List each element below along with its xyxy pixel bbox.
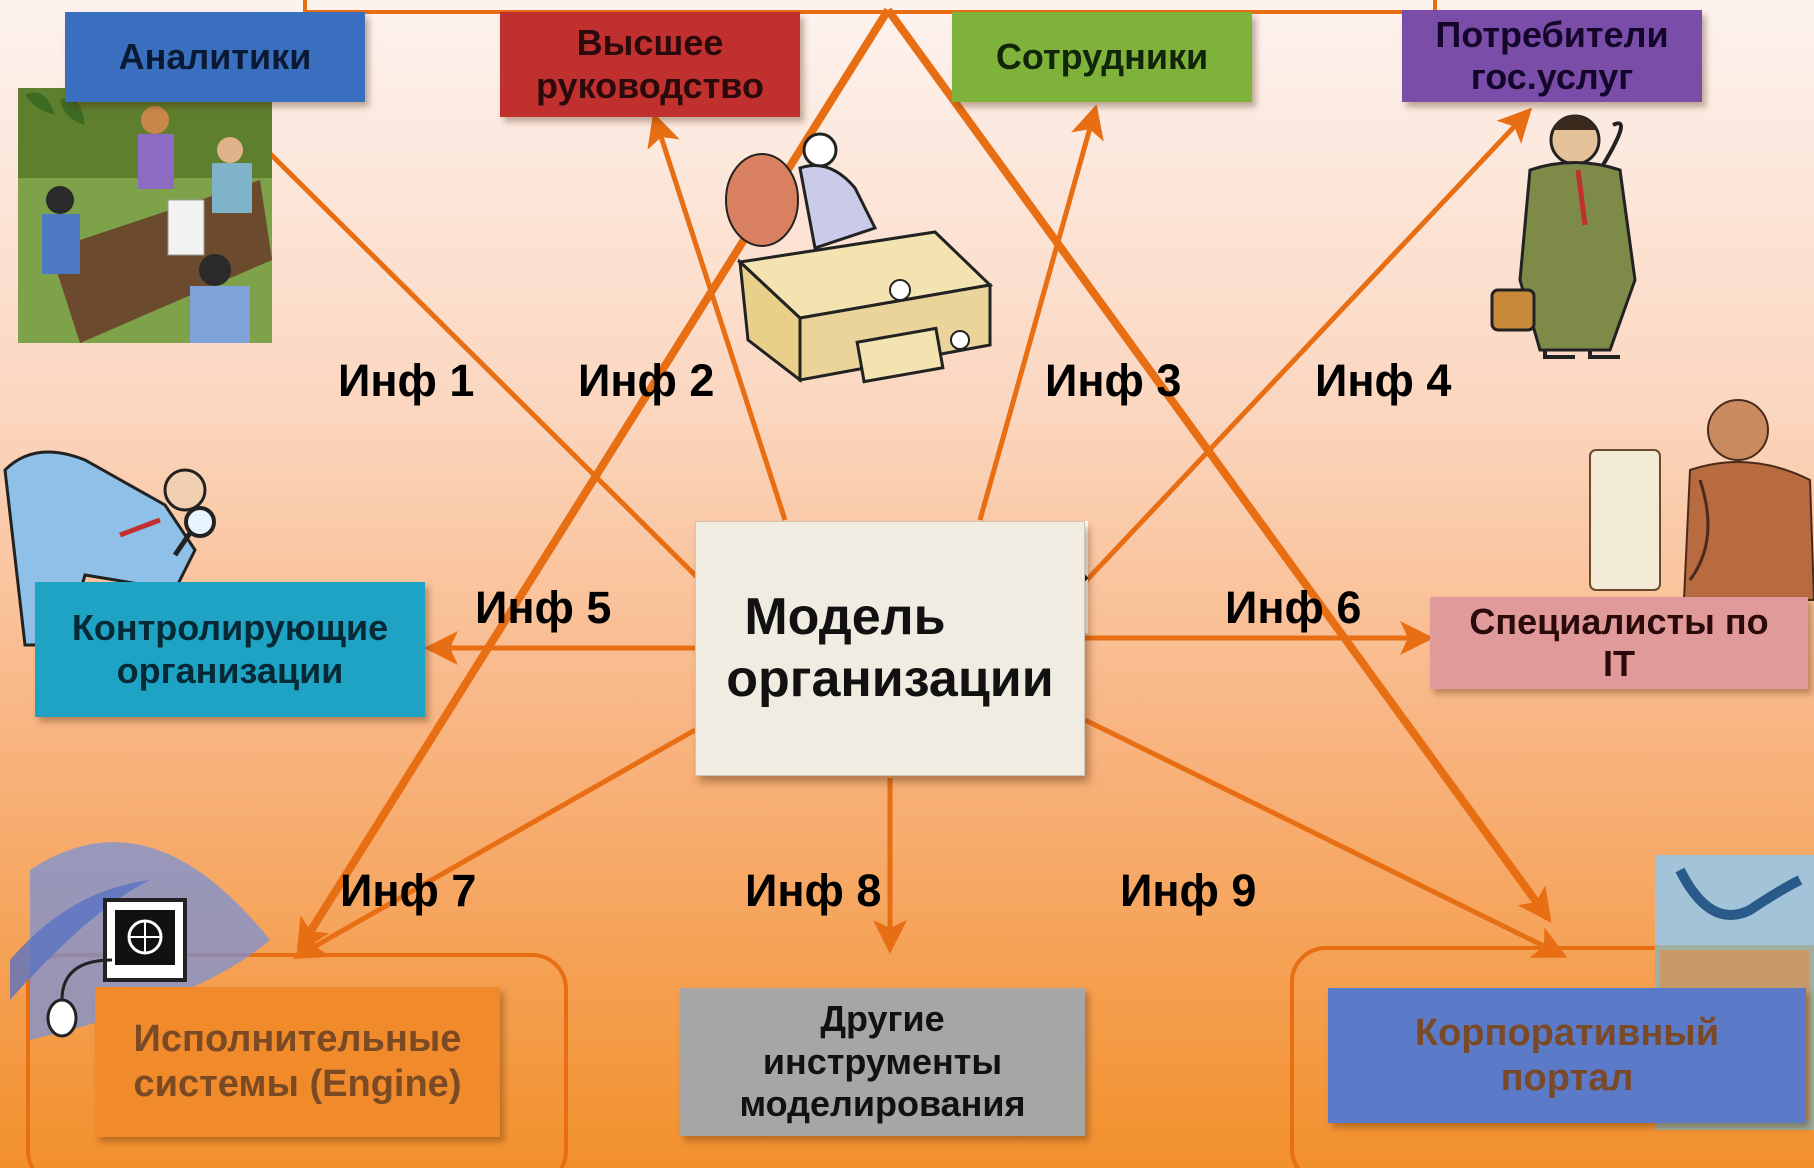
arrow-inf9 [1083,717,1568,958]
arrow-top-to-executive [296,7,892,954]
flow-label-inf7: Инф 7 [340,865,477,916]
top-management-label-2: руководство [536,64,764,106]
executive-systems-box: Исполнительные системы (Engine) [95,987,500,1137]
portal-label-1: Корпоративный [1414,1011,1720,1054]
top-frame [303,0,1437,14]
flow-label-inf9: Инф 9 [1120,865,1257,916]
consumers-box: Потребители гос.услуг [1402,10,1702,102]
center-model-box: Модель организации [695,521,1085,776]
employees-box: Сотрудники [952,12,1252,102]
globe-computer-clipart [10,842,270,1040]
flow-label-inf1: Инф 1 [338,355,475,406]
controlling-label-2: организации [116,649,344,691]
portal-label-2: портал [1500,1056,1634,1099]
other-tools-box: Другие инструменты моделирования [680,988,1085,1136]
corporate-portal-box: Корпоративный портал [1328,988,1806,1123]
executive-label-2: системы (Engine) [133,1063,462,1105]
other-tools-label-2: инструменты [762,1040,1003,1082]
arrow-inf7 [292,727,697,959]
top-management-label-1: Высшее [576,22,724,64]
computer-worker-clipart [1589,399,1814,601]
flow-label-inf4: Инф 4 [1315,355,1452,406]
flow-label-inf3: Инф 3 [1045,355,1182,406]
other-tools-label-3: моделирования [739,1083,1026,1125]
employees-label: Сотрудники [995,35,1209,77]
analysts-box: Аналитики [65,12,365,102]
meeting-clipart [18,88,272,343]
executive-desk-clipart [725,132,994,384]
consumers-label-2: гос.услуг [1470,56,1634,97]
top-management-box: Высшее руководство [500,12,800,117]
arrow-top-to-portal [884,7,1552,923]
analysts-label: Аналитики [118,35,312,77]
other-tools-label-1: Другие [820,998,945,1040]
it-specialists-label-2: IT [1603,643,1635,684]
flow-label-inf8: Инф 8 [745,865,882,916]
flow-label-inf6: Инф 6 [1225,582,1362,633]
center-title-line2: организации [726,649,1054,708]
arrow-inf2 [647,112,788,521]
controlling-box: Контролирующие организации [35,582,425,717]
flow-label-inf5: Инф 5 [475,582,612,633]
arrow-inf3 [977,104,1104,521]
consumers-label-1: Потребители [1435,13,1669,55]
it-specialists-label-1: Специалисты по [1469,600,1769,642]
executive-label-1: Исполнительные [133,1018,462,1061]
it-specialists-box: Специалисты по IT [1430,597,1808,689]
flow-label-inf2: Инф 2 [578,355,715,406]
controlling-label-1: Контролирующие [71,607,389,649]
thinking-man-clipart [1490,114,1637,359]
arrow-inf1 [217,101,702,582]
arrow-inf4 [1083,107,1533,584]
center-title-line1: Модель [744,588,946,647]
